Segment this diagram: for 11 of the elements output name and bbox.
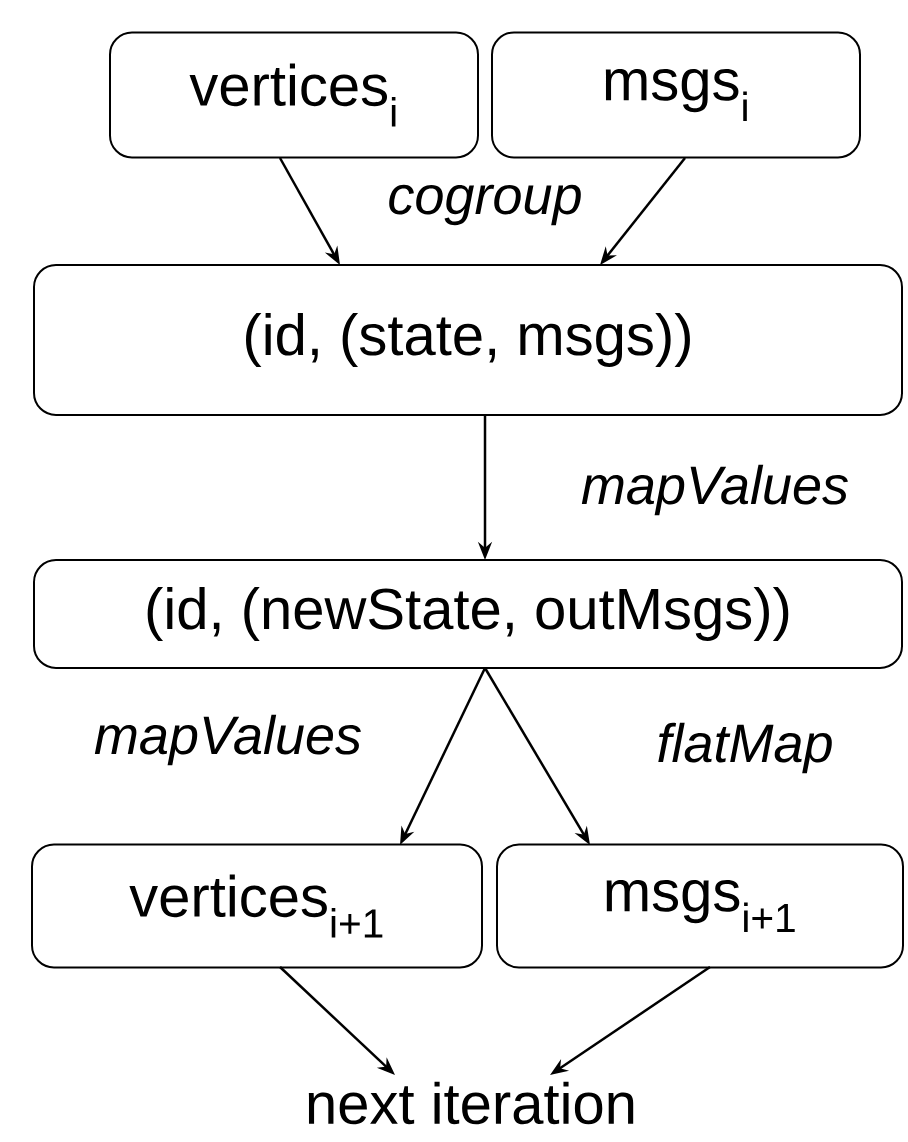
process-box: msgs$_{i}$ <box>491 31 861 159</box>
edge-label: mapValues <box>94 714 361 766</box>
edge-label: mapValues <box>581 464 848 516</box>
end-label: next iteration <box>308 1081 634 1125</box>
process-box: vertices$_{i}$ <box>109 31 479 159</box>
edge-label: cogroup <box>389 184 581 226</box>
process-box: msgs$_{i+1}$ <box>496 843 904 969</box>
edge-label: flatMap <box>658 722 832 774</box>
process-box: vertices$_{i+1}$ <box>31 843 483 969</box>
process-box: (id, (state, msgs)) <box>33 264 903 416</box>
process-box: (id, (newState, outMsgs)) <box>33 559 903 669</box>
